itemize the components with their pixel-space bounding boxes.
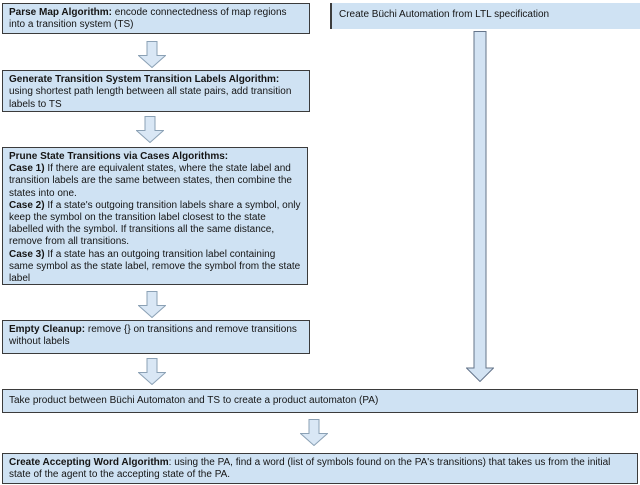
generate-labels-title: Generate Transition System Transition La… — [9, 74, 280, 85]
prune-case-1-label: Case 1) — [9, 163, 45, 175]
parse-map-text: encode connectedness of map regions into… — [9, 7, 287, 31]
prune-case-1: Case 1) If there are equivalent states, … — [9, 163, 301, 200]
prune-case-3-label: Case 3) — [9, 248, 45, 260]
parse-map-box: Parse Map Algorithm: encode connectednes… — [2, 3, 310, 34]
long-down-arrow-icon — [466, 31, 494, 382]
take-product-text: Take product between Büchi Automaton and… — [9, 395, 379, 406]
buchi-automation-box: Create Büchi Automation from LTL specifi… — [330, 3, 640, 29]
empty-cleanup-box: Empty Cleanup: remove {} on transitions … — [2, 320, 310, 354]
take-product-box: Take product between Büchi Automaton and… — [2, 389, 638, 413]
prune-case-2-text: If a state's outgoing transition labels … — [9, 199, 301, 248]
down-arrow-icon — [138, 358, 166, 385]
prune-case-3-text: If a state has an outgoing transition la… — [9, 248, 301, 285]
accepting-word-text: : using the PA, find a word (list of sym… — [9, 457, 611, 481]
buchi-automation-text: Create Büchi Automation from LTL specifi… — [339, 9, 550, 20]
down-arrow-icon — [300, 419, 328, 446]
generate-labels-text: using shortest path length between all s… — [9, 86, 292, 110]
down-arrow-icon — [136, 116, 164, 143]
prune-cases-box: Prune State Transitions via Cases Algori… — [2, 147, 308, 285]
accepting-word-title: Create Accepting Word Algorithm — [9, 457, 169, 468]
empty-cleanup-text: remove {} on transitions and remove tran… — [9, 324, 297, 348]
prune-case-2: Case 2) If a state's outgoing transition… — [9, 200, 301, 249]
prune-case-1-text: If there are equivalent states, where th… — [9, 163, 292, 199]
prune-case-2-label: Case 2) — [9, 199, 45, 211]
accepting-word-box: Create Accepting Word Algorithm: using t… — [2, 453, 638, 484]
prune-case-3: Case 3) If a state has an outgoing trans… — [9, 248, 301, 285]
prune-cases-title: Prune State Transitions via Cases Algori… — [9, 151, 229, 162]
empty-cleanup-title: Empty Cleanup: — [9, 324, 86, 335]
down-arrow-icon — [138, 291, 166, 318]
parse-map-title: Parse Map Algorithm: — [9, 7, 112, 18]
generate-labels-box: Generate Transition System Transition La… — [2, 70, 310, 112]
down-arrow-icon — [138, 41, 166, 68]
